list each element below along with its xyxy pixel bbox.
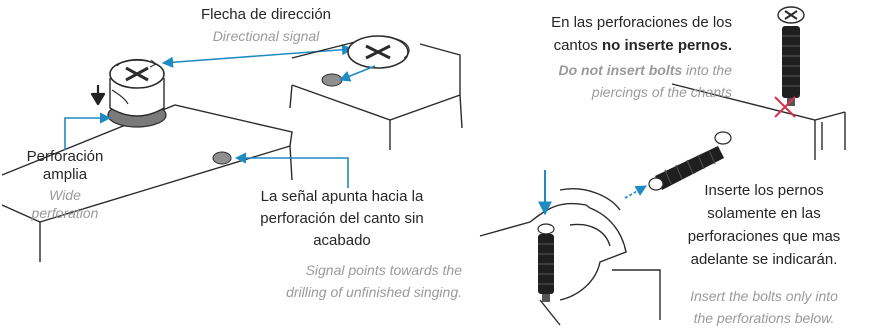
bolt-in-hand-icon bbox=[537, 223, 555, 302]
no-insert-mark-icon bbox=[774, 96, 796, 118]
wide-hole-label-es-2: amplia bbox=[42, 166, 88, 183]
no-bolts-label-es-2: cantos no inserte pernos. bbox=[553, 37, 732, 54]
upper-board bbox=[289, 41, 463, 150]
panel-edge-hole bbox=[212, 151, 232, 165]
insert-bolts-label-es-4: adelante se indicarán. bbox=[690, 251, 838, 268]
signal-points-label-es-2: perforación del canto sin bbox=[260, 210, 424, 227]
wide-hole-label-en-2: perforation bbox=[31, 205, 99, 221]
insert-bolts-label-es-3: perforaciones que mas bbox=[687, 228, 841, 245]
signal-to-hole-pointer bbox=[338, 65, 376, 82]
signal-points-label-en-1: Signal points towards the bbox=[305, 262, 462, 278]
unfinished-edge-pointer bbox=[234, 152, 349, 188]
no-bolts-label-en-2: piercings of the chants bbox=[591, 84, 732, 100]
cam-top-view-icon bbox=[347, 35, 410, 69]
left-panel-board bbox=[1, 104, 293, 262]
signal-points-label-es-3: acabado bbox=[313, 232, 371, 249]
hand-inserting-bolt-icon bbox=[479, 188, 661, 326]
wide-hole-label-es-1: Perforación bbox=[26, 148, 104, 165]
insert-bolts-label-en-2: the perforations below. bbox=[693, 310, 835, 326]
directional-signal-label-en: Directional signal bbox=[212, 28, 320, 44]
upper-board-hole bbox=[321, 73, 343, 87]
wide-hole-label-en-1: Wide bbox=[49, 187, 81, 203]
directional-signal-label-es: Flecha de dirección bbox=[200, 6, 332, 23]
down-arrow-icon bbox=[90, 85, 106, 106]
directional-signal-arrow bbox=[161, 44, 354, 68]
insert-bolts-label-es-1: Inserte los pernos bbox=[704, 182, 824, 199]
signal-points-label-en-2: drilling of unfinished singing. bbox=[286, 284, 462, 300]
bolt-vertical-icon bbox=[777, 6, 805, 106]
no-bolts-label-es-1: En las perforaciones de los bbox=[551, 14, 732, 31]
bolt-horizontal-icon bbox=[648, 131, 732, 191]
no-bolts-label-en-1: Do not insert bolts into the bbox=[558, 62, 733, 78]
horizontal-bolt-arrow bbox=[624, 185, 647, 199]
insert-bolts-label-en-1: Insert the bolts only into bbox=[690, 288, 838, 304]
signal-points-label-es-1: La señal apunta hacia la bbox=[260, 188, 424, 205]
right-top-board bbox=[671, 83, 846, 160]
insert-bolts-label-es-2: solamente en las bbox=[707, 205, 821, 222]
wide-hole-pointer bbox=[64, 112, 112, 150]
cam-lock-fitting-icon bbox=[107, 58, 167, 128]
